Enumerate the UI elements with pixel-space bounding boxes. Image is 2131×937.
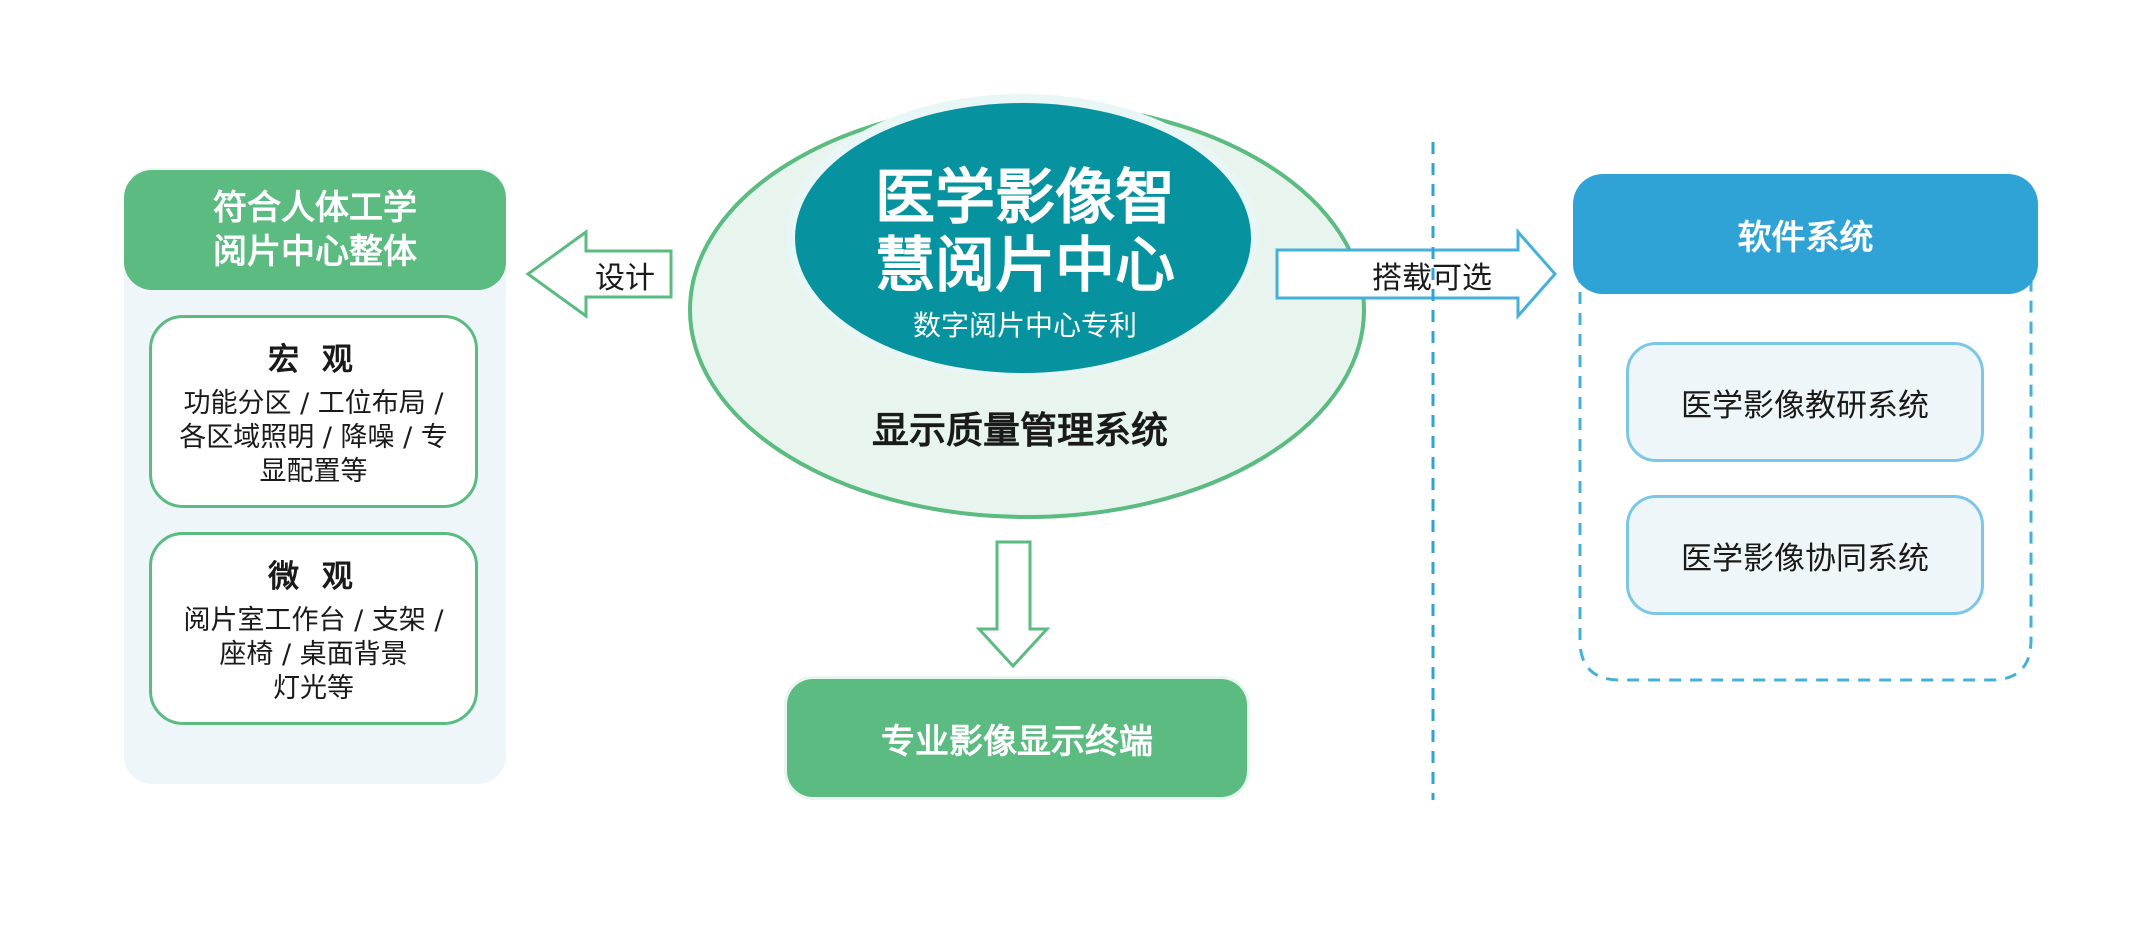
micro-line: 阅片室工作台 / 支架 / bbox=[183, 605, 444, 636]
micro-line: 灯光等 bbox=[273, 673, 354, 704]
macro-line: 功能分区 / 工位布局 / bbox=[183, 388, 444, 419]
macro-line: 显配置等 bbox=[259, 456, 368, 487]
display-quality-label: 显示质量管理系统 bbox=[872, 409, 1168, 452]
design-arrow bbox=[525, 229, 673, 319]
micro-body: 阅片室工作台 / 支架 / 座椅 / 桌面背景 灯光等 bbox=[152, 604, 475, 706]
software-header: 软件系统 bbox=[1573, 174, 2038, 294]
micro-title: 微 观 bbox=[268, 559, 359, 595]
design-label: 设计 bbox=[595, 261, 655, 296]
collaboration-system-item: 医学影像协同系统 bbox=[1626, 495, 1984, 615]
display-terminal-box: 专业影像显示终端 bbox=[787, 679, 1247, 797]
ergonomic-header-line2: 阅片中心整体 bbox=[213, 232, 417, 272]
macro-body: 功能分区 / 工位布局 / 各区域照明 / 降噪 / 专 显配置等 bbox=[152, 387, 475, 489]
teaching-system-item: 医学影像教研系统 bbox=[1626, 342, 1984, 462]
optional-label: 搭载可选 bbox=[1372, 261, 1492, 296]
macro-title: 宏 观 bbox=[268, 342, 359, 378]
patent-subtitle: 数字阅片中心专利 bbox=[912, 309, 1137, 342]
center-title: 医学影像智 慧阅片中心 bbox=[800, 164, 1250, 300]
micro-line: 座椅 / 桌面背景 bbox=[219, 639, 408, 670]
center-title-line1: 医学影像智 bbox=[875, 163, 1175, 233]
ergonomic-header: 符合人体工学 阅片中心整体 bbox=[124, 170, 506, 290]
macro-card: 宏 观 功能分区 / 工位布局 / 各区域照明 / 降噪 / 专 显配置等 bbox=[149, 315, 478, 508]
micro-card: 微 观 阅片室工作台 / 支架 / 座椅 / 桌面背景 灯光等 bbox=[149, 532, 478, 725]
down-arrow bbox=[975, 540, 1051, 669]
center-title-line2: 慧阅片中心 bbox=[875, 231, 1175, 301]
ergonomic-header-line1: 符合人体工学 bbox=[213, 188, 417, 228]
software-container bbox=[1578, 250, 2033, 682]
inner-ellipse bbox=[795, 103, 1251, 373]
macro-line: 各区域照明 / 降噪 / 专 bbox=[179, 422, 448, 453]
optional-arrow bbox=[1275, 228, 1557, 320]
